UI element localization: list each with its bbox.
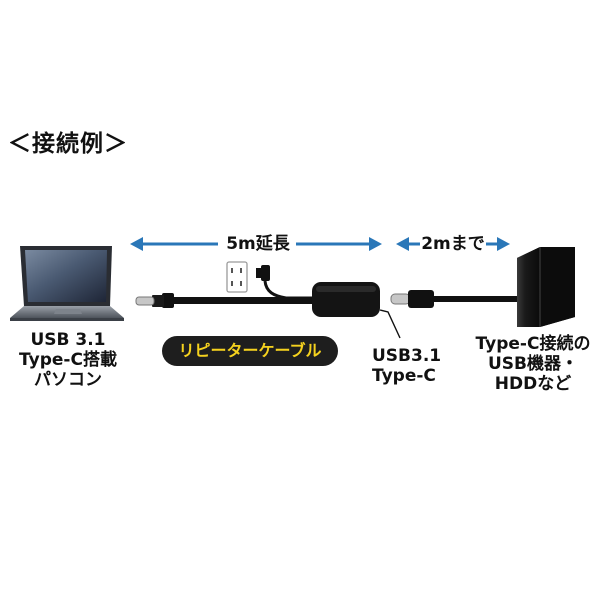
usb-c-plug-icon (390, 290, 517, 308)
device-label-line: Type-C接続の (475, 334, 591, 354)
pc-label: USB 3.1 Type-C搭載 パソコン (4, 330, 132, 390)
power-outlet-icon (226, 261, 248, 293)
device-label-line: HDDなど (494, 374, 572, 394)
page-title: ＜接続例＞ (8, 131, 128, 157)
device-label: Type-C接続の USB機器・ HDDなど (472, 334, 594, 394)
device-length-arrow (396, 237, 510, 251)
pc-label-line: USB 3.1 (30, 330, 106, 350)
device-length-label: 2mまで (421, 234, 485, 254)
connector-label-line: USB3.1 (372, 346, 442, 366)
connector-label-line: Type-C (372, 366, 436, 386)
connector-pointer (379, 309, 401, 339)
laptop-icon (10, 246, 124, 321)
repeater-box-icon (312, 282, 380, 317)
repeater-cable (135, 293, 317, 308)
device-label-line: USB機器・ (487, 354, 578, 374)
connector-label: USB3.1 Type-C (372, 346, 444, 386)
extension-arrow (130, 237, 382, 251)
ac-adapter-icon (256, 265, 314, 300)
pc-label-line: Type-C搭載 (19, 350, 117, 370)
pc-label-line: パソコン (34, 370, 102, 390)
extension-length-label: 5m延長 (226, 234, 290, 254)
hdd-tower-icon (517, 247, 575, 327)
cable-name-badge: リピーターケーブル (162, 336, 338, 366)
